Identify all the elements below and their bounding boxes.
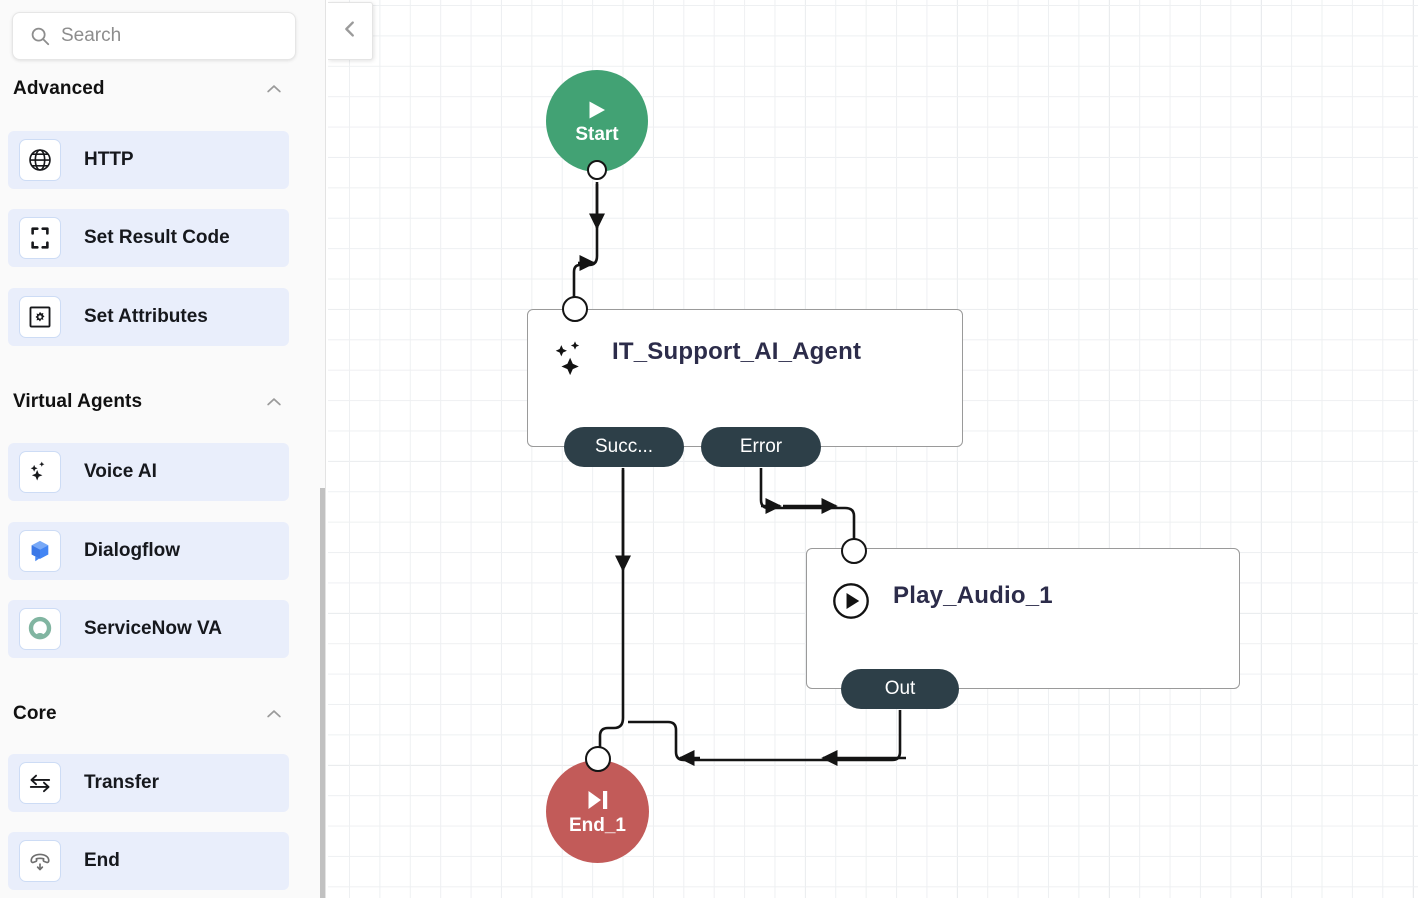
sidebar-item-label: ServiceNow VA <box>84 618 222 639</box>
node-start-label: Start <box>575 123 619 145</box>
chevron-up-icon[interactable] <box>264 392 284 412</box>
skip-end-icon <box>584 788 612 812</box>
port-error-label: Error <box>739 436 783 457</box>
search-icon <box>29 25 51 47</box>
anchor-agent-in[interactable] <box>562 296 588 322</box>
search-box[interactable] <box>12 12 296 60</box>
sidebar-item-voice-ai[interactable]: Voice AI <box>8 443 289 501</box>
node-start[interactable]: Start <box>546 70 648 172</box>
sidebar-item-transfer[interactable]: Transfer <box>8 754 289 812</box>
sidebar-item-label: Set Result Code <box>84 227 230 248</box>
group-title: Virtual Agents <box>13 391 143 412</box>
group-header-virtual-agents[interactable]: Virtual Agents <box>0 385 300 419</box>
sidebar-item-http[interactable]: HTTP <box>8 131 289 189</box>
globe-icon <box>19 139 61 181</box>
dialogflow-cube-icon <box>19 530 61 572</box>
sidebar-item-dialogflow[interactable]: Dialogflow <box>8 522 289 580</box>
sidebar-item-servicenow-va[interactable]: ServiceNow VA <box>8 600 289 658</box>
hangup-phone-icon <box>19 840 61 882</box>
sidebar-item-label: Voice AI <box>84 461 157 482</box>
sidebar-item-label: Transfer <box>84 772 159 793</box>
flow-canvas[interactable]: Start IT_Support_AI_Agent Succ... Error <box>328 0 1418 898</box>
flow-edges-layer <box>572 182 906 767</box>
node-play-audio-title: Play_Audio_1 <box>893 582 1053 609</box>
sidebar-item-set-attributes[interactable]: Set Attributes <box>8 288 289 346</box>
anchor-play-audio-in[interactable] <box>841 538 867 564</box>
play-icon <box>584 99 610 121</box>
port-error[interactable]: Error <box>701 427 821 467</box>
sparkles-icon <box>552 340 590 380</box>
group-title: Advanced <box>13 78 105 99</box>
edge-error-to-play-audio <box>759 468 856 540</box>
node-end-1[interactable]: End_1 <box>546 760 649 863</box>
anchor-end-in[interactable] <box>585 746 611 772</box>
sidebar-scrollbar-thumb[interactable] <box>320 488 325 898</box>
chevron-left-icon <box>339 18 361 45</box>
anchor-start-out[interactable] <box>587 160 607 180</box>
group-title: Core <box>13 703 57 724</box>
edge-out-to-end <box>628 710 902 762</box>
sidebar-item-label: Set Attributes <box>84 306 208 327</box>
sidebar-item-end[interactable]: End <box>8 832 289 890</box>
node-it-support-ai-agent[interactable]: IT_Support_AI_Agent <box>527 309 963 447</box>
gear-square-icon <box>19 296 61 338</box>
search-input[interactable] <box>61 25 271 47</box>
port-success-label: Succ... <box>594 436 654 457</box>
sparkles-icon <box>19 451 61 493</box>
sidebar-item-label: Dialogflow <box>84 540 181 561</box>
servicenow-ring-icon <box>19 608 61 650</box>
collapse-sidebar-button[interactable] <box>328 2 373 60</box>
node-palette-sidebar: Advanced HTTP <box>0 0 326 898</box>
curly-braces-icon <box>19 217 61 259</box>
edge-start-to-agent <box>572 182 599 311</box>
transfer-arrows-icon <box>19 762 61 804</box>
node-play-audio-1[interactable]: Play_Audio_1 <box>806 548 1240 689</box>
chevron-up-icon[interactable] <box>264 704 284 724</box>
port-out[interactable]: Out <box>841 669 959 709</box>
group-header-core[interactable]: Core <box>0 697 300 731</box>
sidebar-scrollbar[interactable] <box>320 0 325 898</box>
port-success[interactable]: Succ... <box>564 427 684 467</box>
sidebar-item-set-result-code[interactable]: Set Result Code <box>8 209 289 267</box>
sidebar-item-label: End <box>84 850 120 871</box>
edge-success-to-end <box>598 468 625 755</box>
node-end-label: End_1 <box>568 815 627 836</box>
chevron-up-icon[interactable] <box>264 79 284 99</box>
node-agent-title: IT_Support_AI_Agent <box>612 338 862 365</box>
port-out-label: Out <box>884 678 916 699</box>
play-circle-icon <box>831 581 871 621</box>
sidebar-item-label: HTTP <box>84 149 134 170</box>
group-header-advanced[interactable]: Advanced <box>0 72 300 106</box>
